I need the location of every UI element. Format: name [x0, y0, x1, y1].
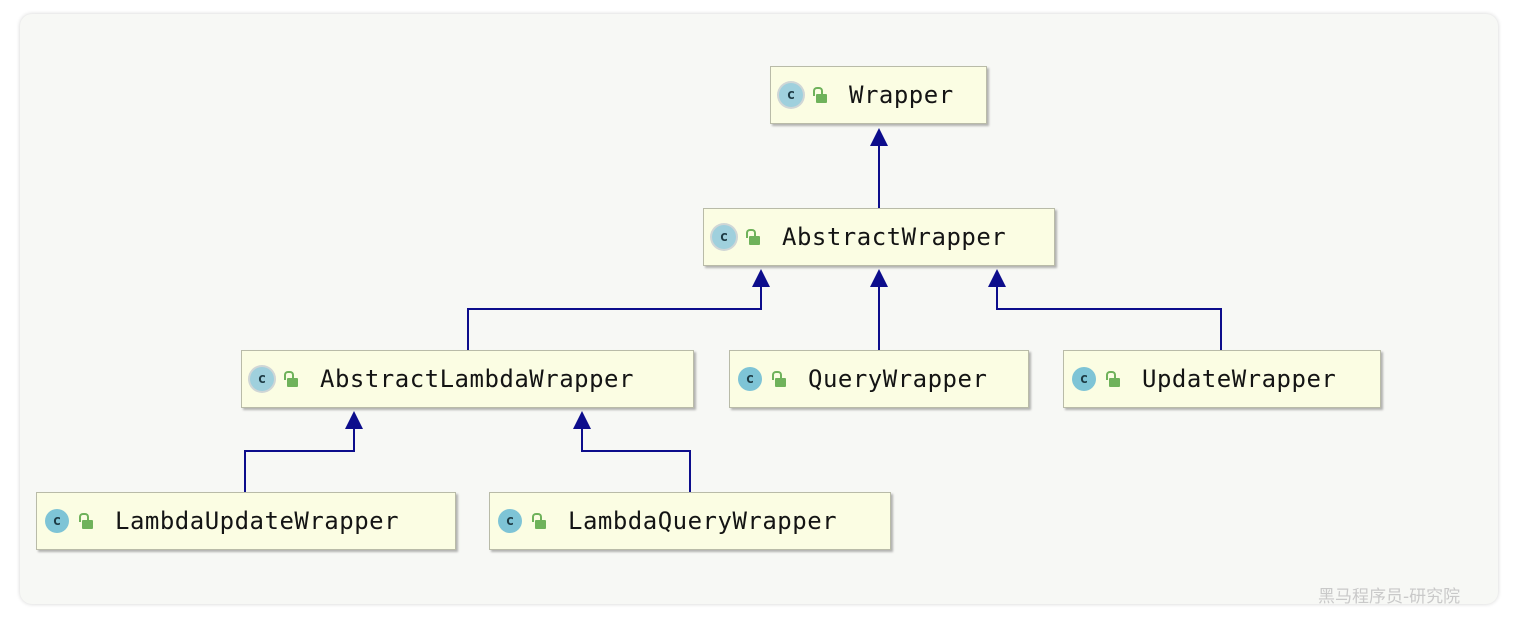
node-label: Wrapper [849, 81, 954, 109]
public-lock-icon [532, 513, 546, 529]
node-abstract-lambda-wrapper[interactable]: c AbstractLambdaWrapper [241, 350, 694, 408]
node-lambda-update-wrapper[interactable]: c LambdaUpdateWrapper [36, 492, 456, 550]
node-lambda-query-wrapper[interactable]: c LambdaQueryWrapper [489, 492, 891, 550]
class-icon: c [738, 367, 762, 391]
arrowhead-abstract-lambda-wrapper-right [573, 411, 591, 429]
public-lock-icon [284, 371, 298, 387]
node-abstract-wrapper[interactable]: c AbstractWrapper [703, 208, 1055, 266]
class-icon: c [250, 367, 274, 391]
node-label: LambdaUpdateWrapper [115, 507, 400, 535]
node-label: UpdateWrapper [1142, 365, 1337, 393]
node-update-wrapper[interactable]: c UpdateWrapper [1063, 350, 1381, 408]
edge-update-wrapper-to-abstract-wrapper [996, 282, 1222, 350]
arrowhead-wrapper [870, 128, 888, 146]
public-lock-icon [746, 229, 760, 245]
arrowhead-abstract-wrapper-right [988, 269, 1006, 287]
watermark: 黑马程序员-研究院 [1318, 587, 1461, 607]
edge-lambda-query-wrapper-to-abstract-lambda-wrapper [581, 424, 691, 492]
node-wrapper[interactable]: c Wrapper [770, 66, 987, 124]
class-icon: c [498, 509, 522, 533]
edge-lambda-update-wrapper-to-abstract-lambda-wrapper [244, 424, 355, 492]
node-label: AbstractWrapper [782, 223, 1007, 251]
public-lock-icon [79, 513, 93, 529]
class-icon: c [1072, 367, 1096, 391]
public-lock-icon [772, 371, 786, 387]
public-lock-icon [1106, 371, 1120, 387]
arrowhead-abstract-wrapper-center [870, 269, 888, 287]
class-icon: c [779, 83, 803, 107]
public-lock-icon [813, 87, 827, 103]
node-label: AbstractLambdaWrapper [320, 365, 634, 393]
arrowhead-abstract-wrapper-left [752, 269, 770, 287]
edge-abstract-lambda-wrapper-to-abstract-wrapper [467, 282, 762, 350]
node-label: LambdaQueryWrapper [568, 507, 838, 535]
class-icon: c [712, 225, 736, 249]
class-icon: c [45, 509, 69, 533]
node-query-wrapper[interactable]: c QueryWrapper [729, 350, 1029, 408]
node-label: QueryWrapper [808, 365, 988, 393]
arrowhead-abstract-lambda-wrapper-left [345, 411, 363, 429]
